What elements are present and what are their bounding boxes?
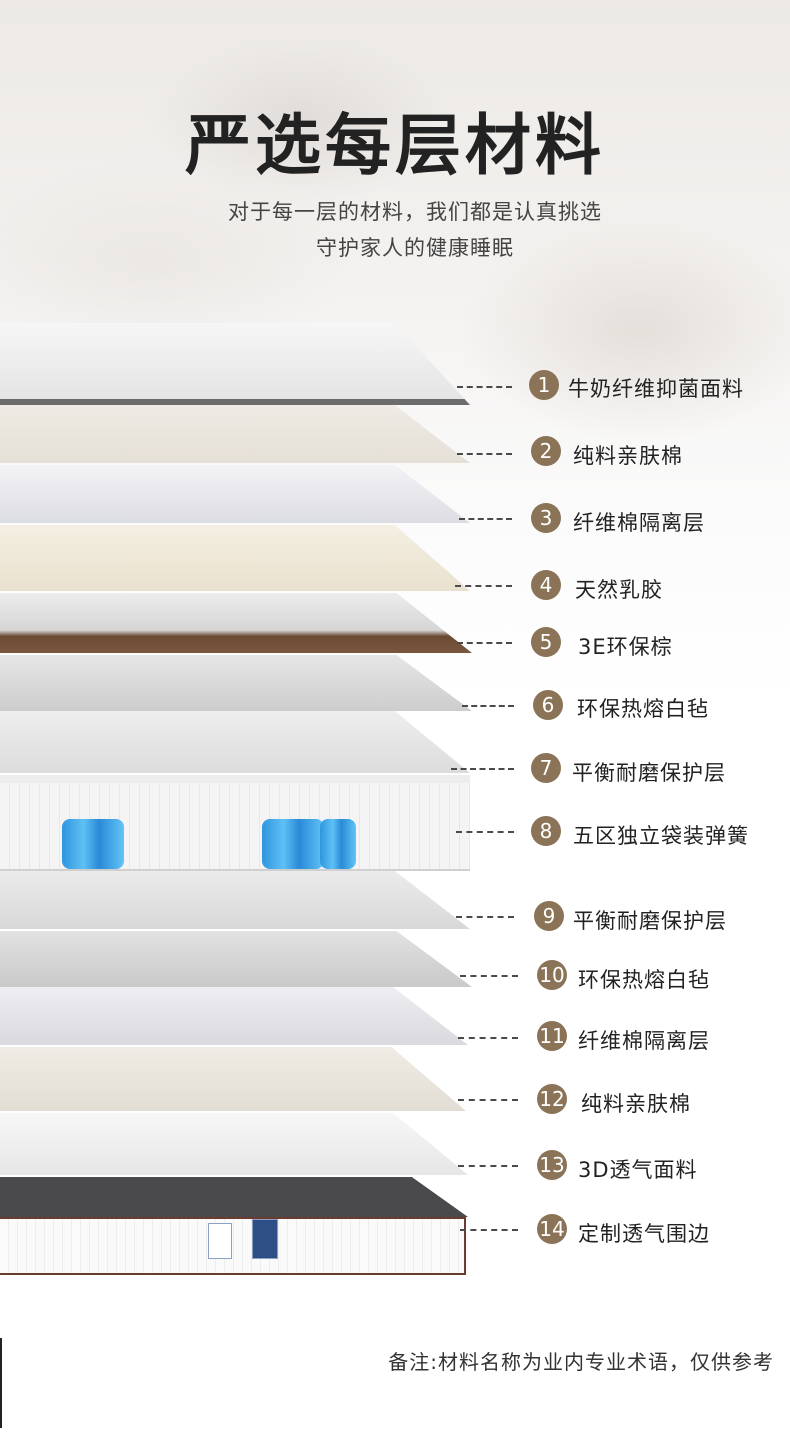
layer-1-number-badge: 1 [529, 370, 559, 400]
leader-line-13 [458, 1165, 518, 1167]
layer-10-image [0, 931, 472, 987]
spring-zone-left [62, 819, 124, 869]
layer-11-number-badge: 11 [537, 1021, 567, 1051]
leader-line-11 [458, 1037, 518, 1039]
layer-3-number-badge: 3 [531, 503, 561, 533]
layer-4-image [0, 525, 470, 591]
layer-12-number-badge: 12 [537, 1084, 567, 1114]
layer-2-image [0, 405, 470, 463]
footer-note: 备注:材料名称为业内专业术语，仅供参考 [388, 1350, 774, 1374]
layer-4-number-badge: 4 [531, 570, 561, 600]
leader-line-2 [457, 453, 512, 455]
layer-7-name: 平衡耐磨保护层 [572, 761, 726, 785]
mattress-border-panel [0, 1217, 466, 1275]
leader-line-10 [460, 975, 518, 977]
leader-line-4 [455, 585, 512, 587]
layer-8-number-badge: 8 [531, 816, 561, 846]
layer-1-image [0, 323, 470, 405]
layer-13-name: 3D透气面料 [578, 1158, 698, 1182]
layer-3-name: 纤维棉隔离层 [573, 511, 705, 535]
leader-line-5 [457, 642, 512, 644]
layer-8-image [0, 775, 470, 871]
label-tag-right [252, 1219, 278, 1259]
layer-2-number-badge: 2 [531, 436, 561, 466]
layer-9-image [0, 871, 470, 929]
leader-line-3 [459, 518, 512, 520]
layer-4-name: 天然乳胶 [575, 578, 663, 602]
leader-line-7 [451, 768, 514, 770]
layer-10-number-badge: 10 [537, 960, 567, 990]
spring-zone-right [320, 819, 356, 869]
spring-zone-center [262, 819, 324, 869]
layer-11-name: 纤维棉隔离层 [578, 1029, 710, 1053]
layer-5-name: 3E环保棕 [578, 635, 673, 659]
layer-12-name: 纯料亲肤棉 [581, 1092, 691, 1116]
layer-5-image [0, 593, 472, 653]
layer-13-image [0, 1113, 468, 1175]
leader-line-8 [456, 831, 514, 833]
layer-9-number-badge: 9 [534, 901, 564, 931]
layer-14-number-badge: 14 [537, 1214, 567, 1244]
subtitle-line-2: 守护家人的健康睡眠 [316, 236, 514, 260]
leader-line-14 [460, 1229, 518, 1231]
layer-7-number-badge: 7 [531, 753, 561, 783]
layer-10-name: 环保热熔白毡 [578, 968, 710, 992]
mattress-top-dark [0, 1177, 468, 1217]
layer-14-name: 定制透气围边 [578, 1222, 710, 1246]
layer-14-image [0, 1177, 468, 1277]
layer-7-image [0, 711, 470, 773]
edge-divider [0, 1338, 2, 1428]
layer-2-name: 纯料亲肤棉 [573, 444, 683, 468]
layer-1-name: 牛奶纤维抑菌面料 [568, 377, 744, 401]
leader-line-12 [458, 1099, 518, 1101]
layer-6-name: 环保热熔白毡 [577, 697, 709, 721]
layer-6-number-badge: 6 [533, 690, 563, 720]
page-title: 严选每层材料 [185, 107, 605, 184]
subtitle-line-1: 对于每一层的材料，我们都是认真挑选 [228, 200, 602, 224]
layer-11-image [0, 987, 468, 1045]
leader-line-1 [457, 386, 512, 388]
layer-3-image [0, 465, 470, 523]
layer-12-image [0, 1047, 466, 1111]
label-tag-left [208, 1223, 232, 1259]
leader-line-6 [462, 705, 514, 707]
layer-9-name: 平衡耐磨保护层 [573, 909, 727, 933]
layer-6-image [0, 655, 472, 711]
layer-13-number-badge: 13 [537, 1150, 567, 1180]
layer-8-name: 五区独立袋装弹簧 [573, 824, 749, 848]
leader-line-9 [456, 916, 514, 918]
layer-5-number-badge: 5 [531, 627, 561, 657]
